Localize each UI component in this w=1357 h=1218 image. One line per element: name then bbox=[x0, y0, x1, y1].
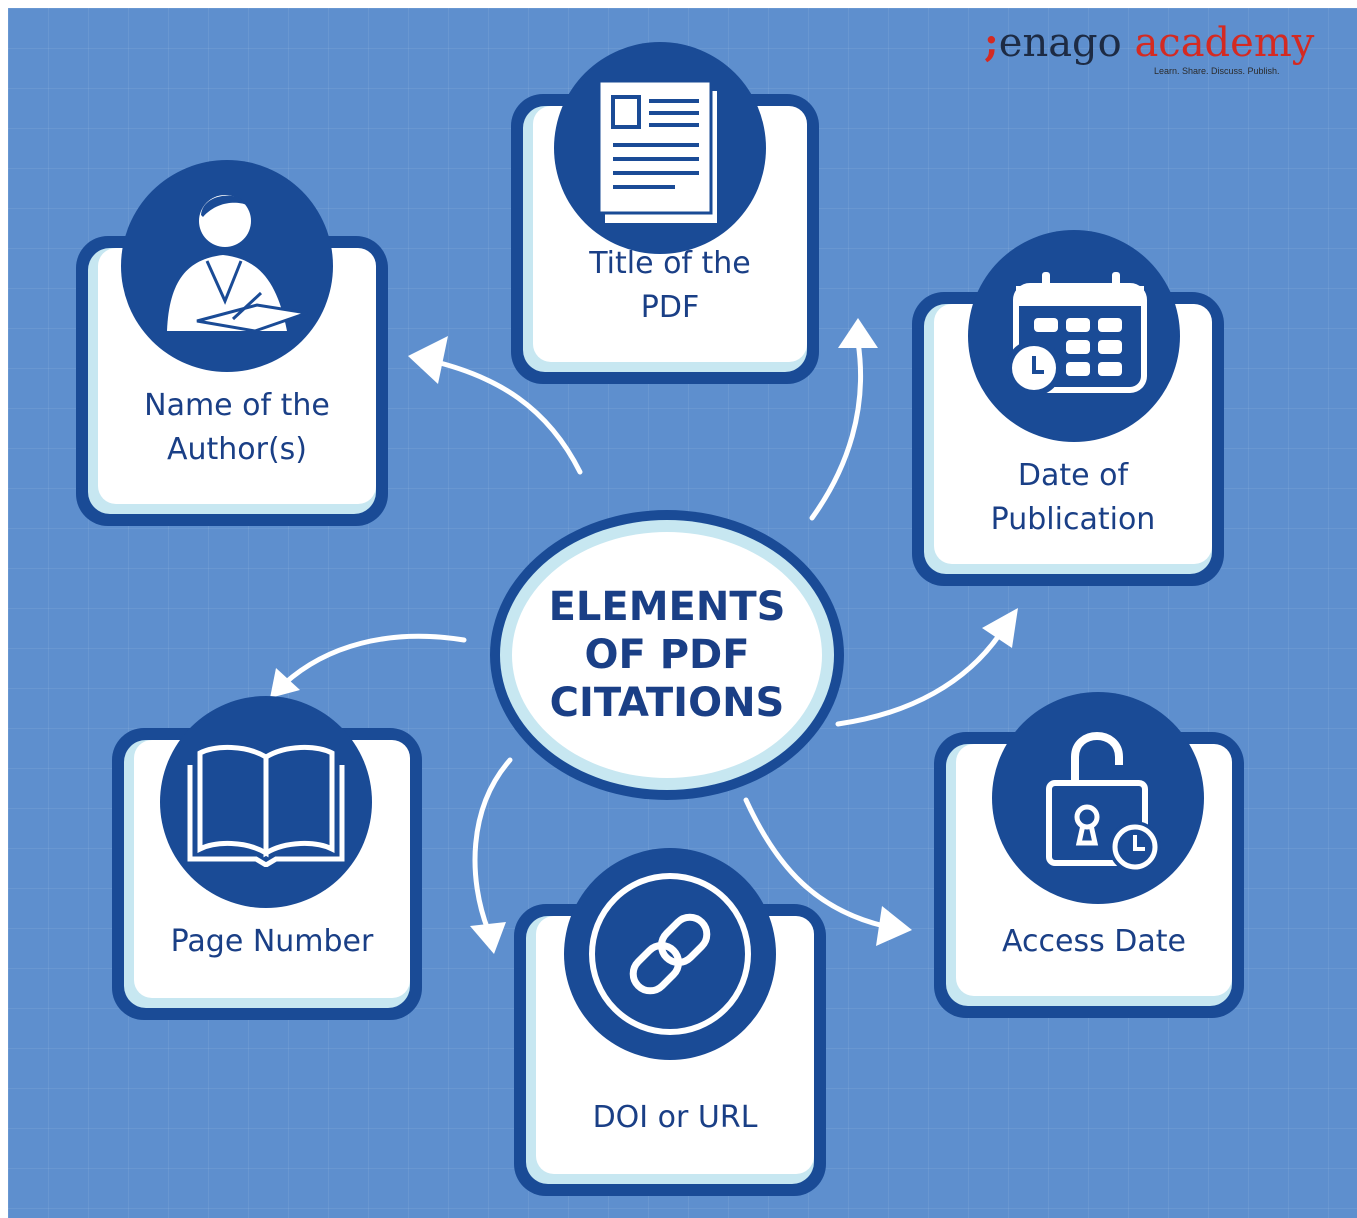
connector-arrows bbox=[270, 318, 1018, 954]
card-author-label: Name of the Author(s) bbox=[144, 388, 330, 467]
logo-word-enago: enago bbox=[998, 20, 1122, 66]
card-page-label: Page Number bbox=[170, 924, 374, 959]
arrow-to-author bbox=[425, 357, 583, 475]
logo-tagline: Learn. Share. Discuss. Publish. bbox=[1154, 66, 1280, 76]
arrowhead-page bbox=[270, 668, 300, 698]
logo-wordmark: ;enago academy bbox=[984, 19, 1315, 67]
link-icon bbox=[564, 848, 776, 1060]
card-access-label: Access Date bbox=[1002, 924, 1186, 959]
arrowhead-title bbox=[838, 318, 878, 348]
arrow-to-page bbox=[281, 633, 467, 687]
arrowhead-author bbox=[408, 336, 448, 384]
enago-academy-logo: ;enago academy Learn. Share. Discuss. Pu… bbox=[984, 20, 1324, 90]
card-doi-label: DOI or URL bbox=[592, 1100, 758, 1135]
card-date-label: Date of Publication bbox=[990, 458, 1156, 537]
document-icon bbox=[554, 42, 766, 254]
arrow-to-date bbox=[835, 625, 1007, 727]
arrow-to-access bbox=[743, 797, 887, 929]
arrowhead-access bbox=[876, 906, 912, 946]
logo-mark: ; bbox=[984, 19, 999, 66]
calendar-clock-icon bbox=[968, 230, 1180, 442]
author-writing-icon bbox=[121, 160, 333, 372]
arrow-to-title bbox=[809, 339, 863, 521]
unlocked-padlock-clock-icon bbox=[992, 692, 1204, 904]
center-topic: ELEMENTS OF PDF CITATIONS bbox=[490, 510, 844, 800]
arrowhead-doi bbox=[470, 922, 506, 954]
arrow-to-doi bbox=[472, 757, 513, 933]
open-book-icon bbox=[160, 696, 372, 908]
center-title: ELEMENTS OF PDF CITATIONS bbox=[548, 584, 786, 726]
card-title-label: Title of the PDF bbox=[589, 246, 751, 325]
logo-word-academy: academy bbox=[1134, 20, 1315, 66]
infographic-canvas: ;enago academy Learn. Share. Discuss. Pu… bbox=[8, 8, 1357, 1218]
arrowhead-date bbox=[982, 608, 1018, 648]
